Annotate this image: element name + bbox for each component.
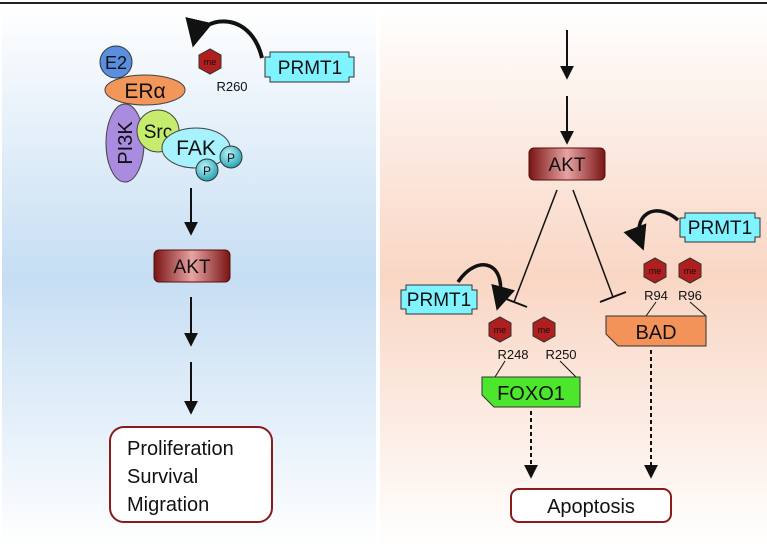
site-label-r260: R260: [216, 79, 247, 94]
akt-box-left: AKT: [153, 249, 231, 283]
phosphate-2: P: [195, 158, 219, 182]
outcome-migration: Migration: [127, 494, 209, 516]
prmt1-tag-bad: PRMT1: [679, 212, 761, 243]
prmt1-foxo1-arrow: [456, 263, 515, 311]
link-r96-bad: [689, 301, 707, 317]
era-label: ERα: [124, 80, 165, 103]
site-label-r250: R250: [545, 347, 576, 362]
foxo1-box: FOXO1: [481, 376, 581, 408]
apoptosis-label: Apoptosis: [547, 496, 635, 518]
inhibit-line-foxo1: [513, 189, 558, 303]
inhibit-bar-bad: [599, 291, 627, 303]
methyl-mark-r248: me: [488, 316, 512, 343]
e2-ligand: [99, 45, 133, 79]
site-label-r248: R248: [497, 347, 528, 362]
src-label: Src: [144, 122, 173, 143]
outcomes-box: [109, 426, 273, 523]
e2-label: E2: [105, 53, 127, 73]
site-label-r96: R96: [678, 288, 702, 303]
prmt1-label-bad: PRMT1: [688, 218, 752, 239]
prmt1-bad-arrow: [623, 209, 680, 251]
prmt1-methylation-arrow: [185, 17, 264, 59]
prmt1-tag-left: PRMT1: [264, 51, 355, 83]
right-panel-background: [380, 7, 767, 548]
akt-label-left: AKT: [174, 257, 211, 278]
outcome-survival: Survival: [127, 466, 198, 488]
me-label-r260: me: [204, 57, 217, 67]
link-r250-foxo1: [559, 360, 577, 378]
methyl-mark-r250: me: [532, 316, 556, 343]
methyl-mark-r96: me: [678, 257, 702, 284]
bad-label: BAD: [635, 322, 676, 344]
link-r94-bad: [645, 301, 657, 317]
prmt1-tag-foxo1: PRMT1: [400, 284, 478, 315]
site-label-r94: R94: [644, 288, 668, 303]
me-label-r248: me: [494, 325, 507, 335]
me-label-r94: me: [649, 266, 662, 276]
phosphate-1-label: P: [227, 151, 235, 165]
phosphate-2-label: P: [203, 164, 211, 178]
foxo1-label: FOXO1: [497, 383, 565, 405]
akt-box-right: AKT: [528, 147, 606, 181]
methyl-mark-r94: me: [643, 257, 667, 284]
pi3k-label: PI3K: [115, 121, 137, 165]
prmt1-label-left: PRMT1: [278, 58, 342, 79]
link-r248-foxo1: [494, 360, 506, 378]
akt-label-right: AKT: [549, 155, 586, 176]
me-label-r96: me: [684, 266, 697, 276]
outcome-proliferation: Proliferation: [127, 438, 234, 460]
apoptosis-box: [510, 488, 672, 523]
methyl-mark-r260: me: [198, 48, 222, 75]
bad-box: BAD: [605, 315, 707, 347]
me-label-r250: me: [538, 325, 551, 335]
inhibit-line-bad: [572, 189, 614, 298]
era-receptor: [104, 74, 186, 106]
fak-label: FAK: [176, 137, 216, 160]
phosphate-1: P: [219, 145, 243, 169]
prmt1-label-foxo1: PRMT1: [407, 290, 471, 311]
